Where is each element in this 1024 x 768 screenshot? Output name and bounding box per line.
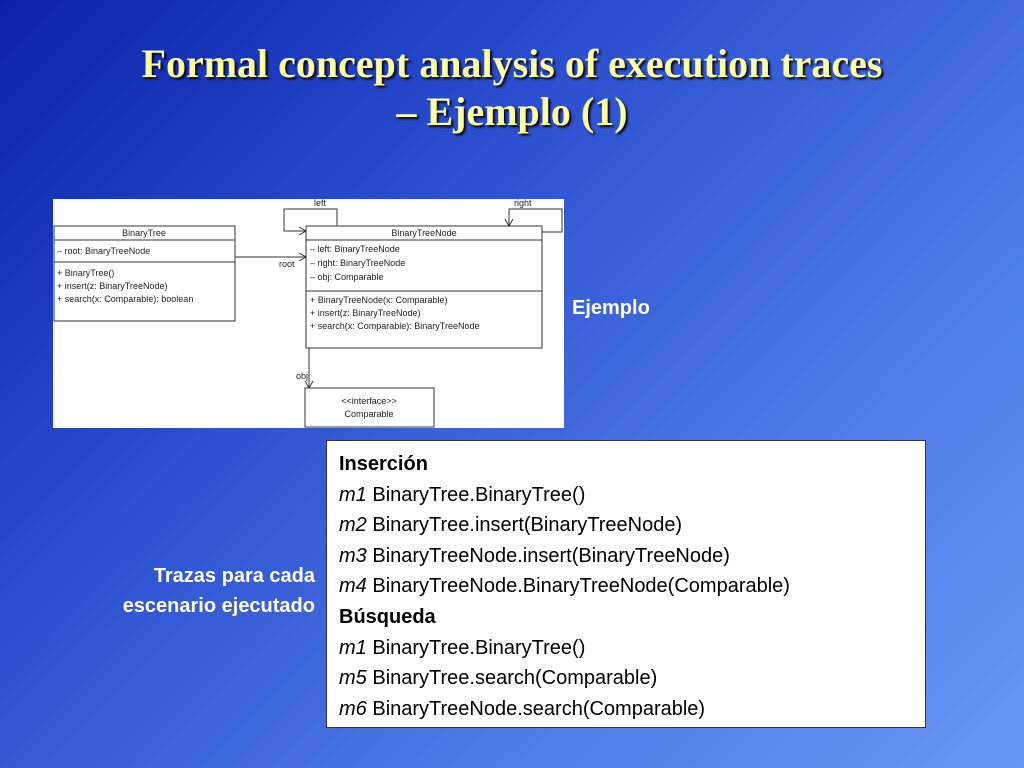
association-root: root — [235, 252, 308, 269]
trace-method-id: m6 — [339, 697, 367, 720]
trace-line: m1 BinaryTree.BinaryTree() — [339, 480, 925, 511]
association-root-label: root — [279, 259, 295, 269]
class-binary-tree: BinaryTree – root: BinaryTreeNode + Bina… — [53, 225, 236, 322]
class-binary-tree-box — [53, 225, 236, 322]
class-binary-tree-node-box — [305, 225, 543, 349]
class-binary-tree-node-op: + BinaryTreeNode(x: Comparable) — [310, 295, 447, 305]
trace-method-id: m1 — [339, 636, 367, 659]
traces-label: Trazas para cada escenario ejecutado — [40, 561, 315, 621]
interface-comparable: <<interface>> Comparable — [304, 387, 435, 428]
class-binary-tree-node: BinaryTreeNode – left: BinaryTreeNode – … — [305, 225, 543, 349]
interface-comparable-name: Comparable — [344, 409, 393, 419]
trace-line: m6 BinaryTreeNode.search(Comparable) — [339, 694, 925, 725]
class-binary-tree-attr: – root: BinaryTreeNode — [57, 246, 150, 256]
trace-method-call: BinaryTree.search(Comparable) — [372, 667, 658, 690]
trace-line: m5 BinaryTree.search(Comparable) — [339, 663, 925, 694]
uml-diagram-canvas: BinaryTree – root: BinaryTreeNode + Bina… — [53, 199, 563, 428]
class-binary-tree-node-name: BinaryTreeNode — [391, 228, 456, 238]
section-heading-insertion: Inserción — [339, 453, 428, 475]
interface-comparable-stereotype: <<interface>> — [341, 396, 397, 406]
class-binary-tree-op: + search(x: Comparable): boolean — [57, 294, 193, 304]
slide-title-line-2: – Ejemplo (1) — [396, 89, 628, 134]
class-binary-tree-name: BinaryTree — [122, 228, 166, 238]
trace-method-id: m5 — [339, 667, 367, 690]
association-right: right — [504, 199, 563, 233]
example-label: Ejemplo — [572, 297, 650, 319]
section-heading-search: Búsqueda — [339, 605, 436, 628]
trace-method-call: BinaryTree.BinaryTree() — [372, 636, 586, 659]
uml-class-diagram: BinaryTree – root: BinaryTreeNode + Bina… — [53, 199, 564, 428]
slide-title: Formal concept analysis of execution tra… — [40, 40, 984, 136]
slide-title-line-1: Formal concept analysis of execution tra… — [141, 41, 883, 86]
trace-line: m1 BinaryTree.BinaryTree() — [339, 633, 925, 664]
trace-method-call: BinaryTreeNode.insert(BinaryTreeNode) — [372, 544, 730, 567]
class-binary-tree-node-attr: – left: BinaryTreeNode — [310, 244, 400, 254]
trace-method-call: BinaryTree.BinaryTree() — [372, 483, 586, 506]
execution-traces-box: Inserción m1 BinaryTree.BinaryTree() m2 … — [326, 440, 926, 728]
trace-method-call: BinaryTreeNode.BinaryTreeNode(Comparable… — [372, 575, 790, 598]
association-obj: obj — [296, 348, 314, 390]
traces-label-line-1: Trazas para cada — [153, 565, 315, 587]
association-left: left — [283, 199, 338, 236]
trace-method-id: m4 — [339, 575, 367, 598]
trace-method-id: m2 — [339, 514, 367, 537]
class-binary-tree-node-op: + search(x: Comparable): BinaryTreeNode — [310, 321, 480, 331]
class-binary-tree-op: + BinaryTree() — [57, 268, 114, 278]
trace-method-id: m1 — [339, 483, 367, 506]
trace-method-call: BinaryTreeNode.search(Comparable) — [372, 697, 706, 720]
class-binary-tree-op: + insert(z: BinaryTreeNode) — [57, 281, 167, 291]
class-binary-tree-node-attr: – obj: Comparable — [310, 272, 384, 282]
class-binary-tree-node-attr: – right: BinaryTreeNode — [310, 258, 405, 268]
association-right-label: right — [514, 199, 532, 208]
association-left-label: left — [314, 199, 327, 208]
interface-comparable-box — [304, 387, 435, 428]
trace-method-id: m3 — [339, 544, 367, 567]
association-left-line — [283, 208, 338, 236]
association-right-line — [504, 208, 563, 233]
trace-line: m2 BinaryTree.insert(BinaryTreeNode) — [339, 510, 925, 541]
class-binary-tree-node-op: + insert(z: BinaryTreeNode) — [310, 308, 420, 318]
trace-line: m3 BinaryTreeNode.insert(BinaryTreeNode) — [339, 541, 925, 572]
trace-line: m4 BinaryTreeNode.BinaryTreeNode(Compara… — [339, 571, 925, 602]
trace-method-call: BinaryTree.insert(BinaryTreeNode) — [372, 514, 683, 537]
traces-label-line-2: escenario ejecutado — [122, 595, 315, 617]
association-obj-label: obj — [296, 371, 308, 381]
